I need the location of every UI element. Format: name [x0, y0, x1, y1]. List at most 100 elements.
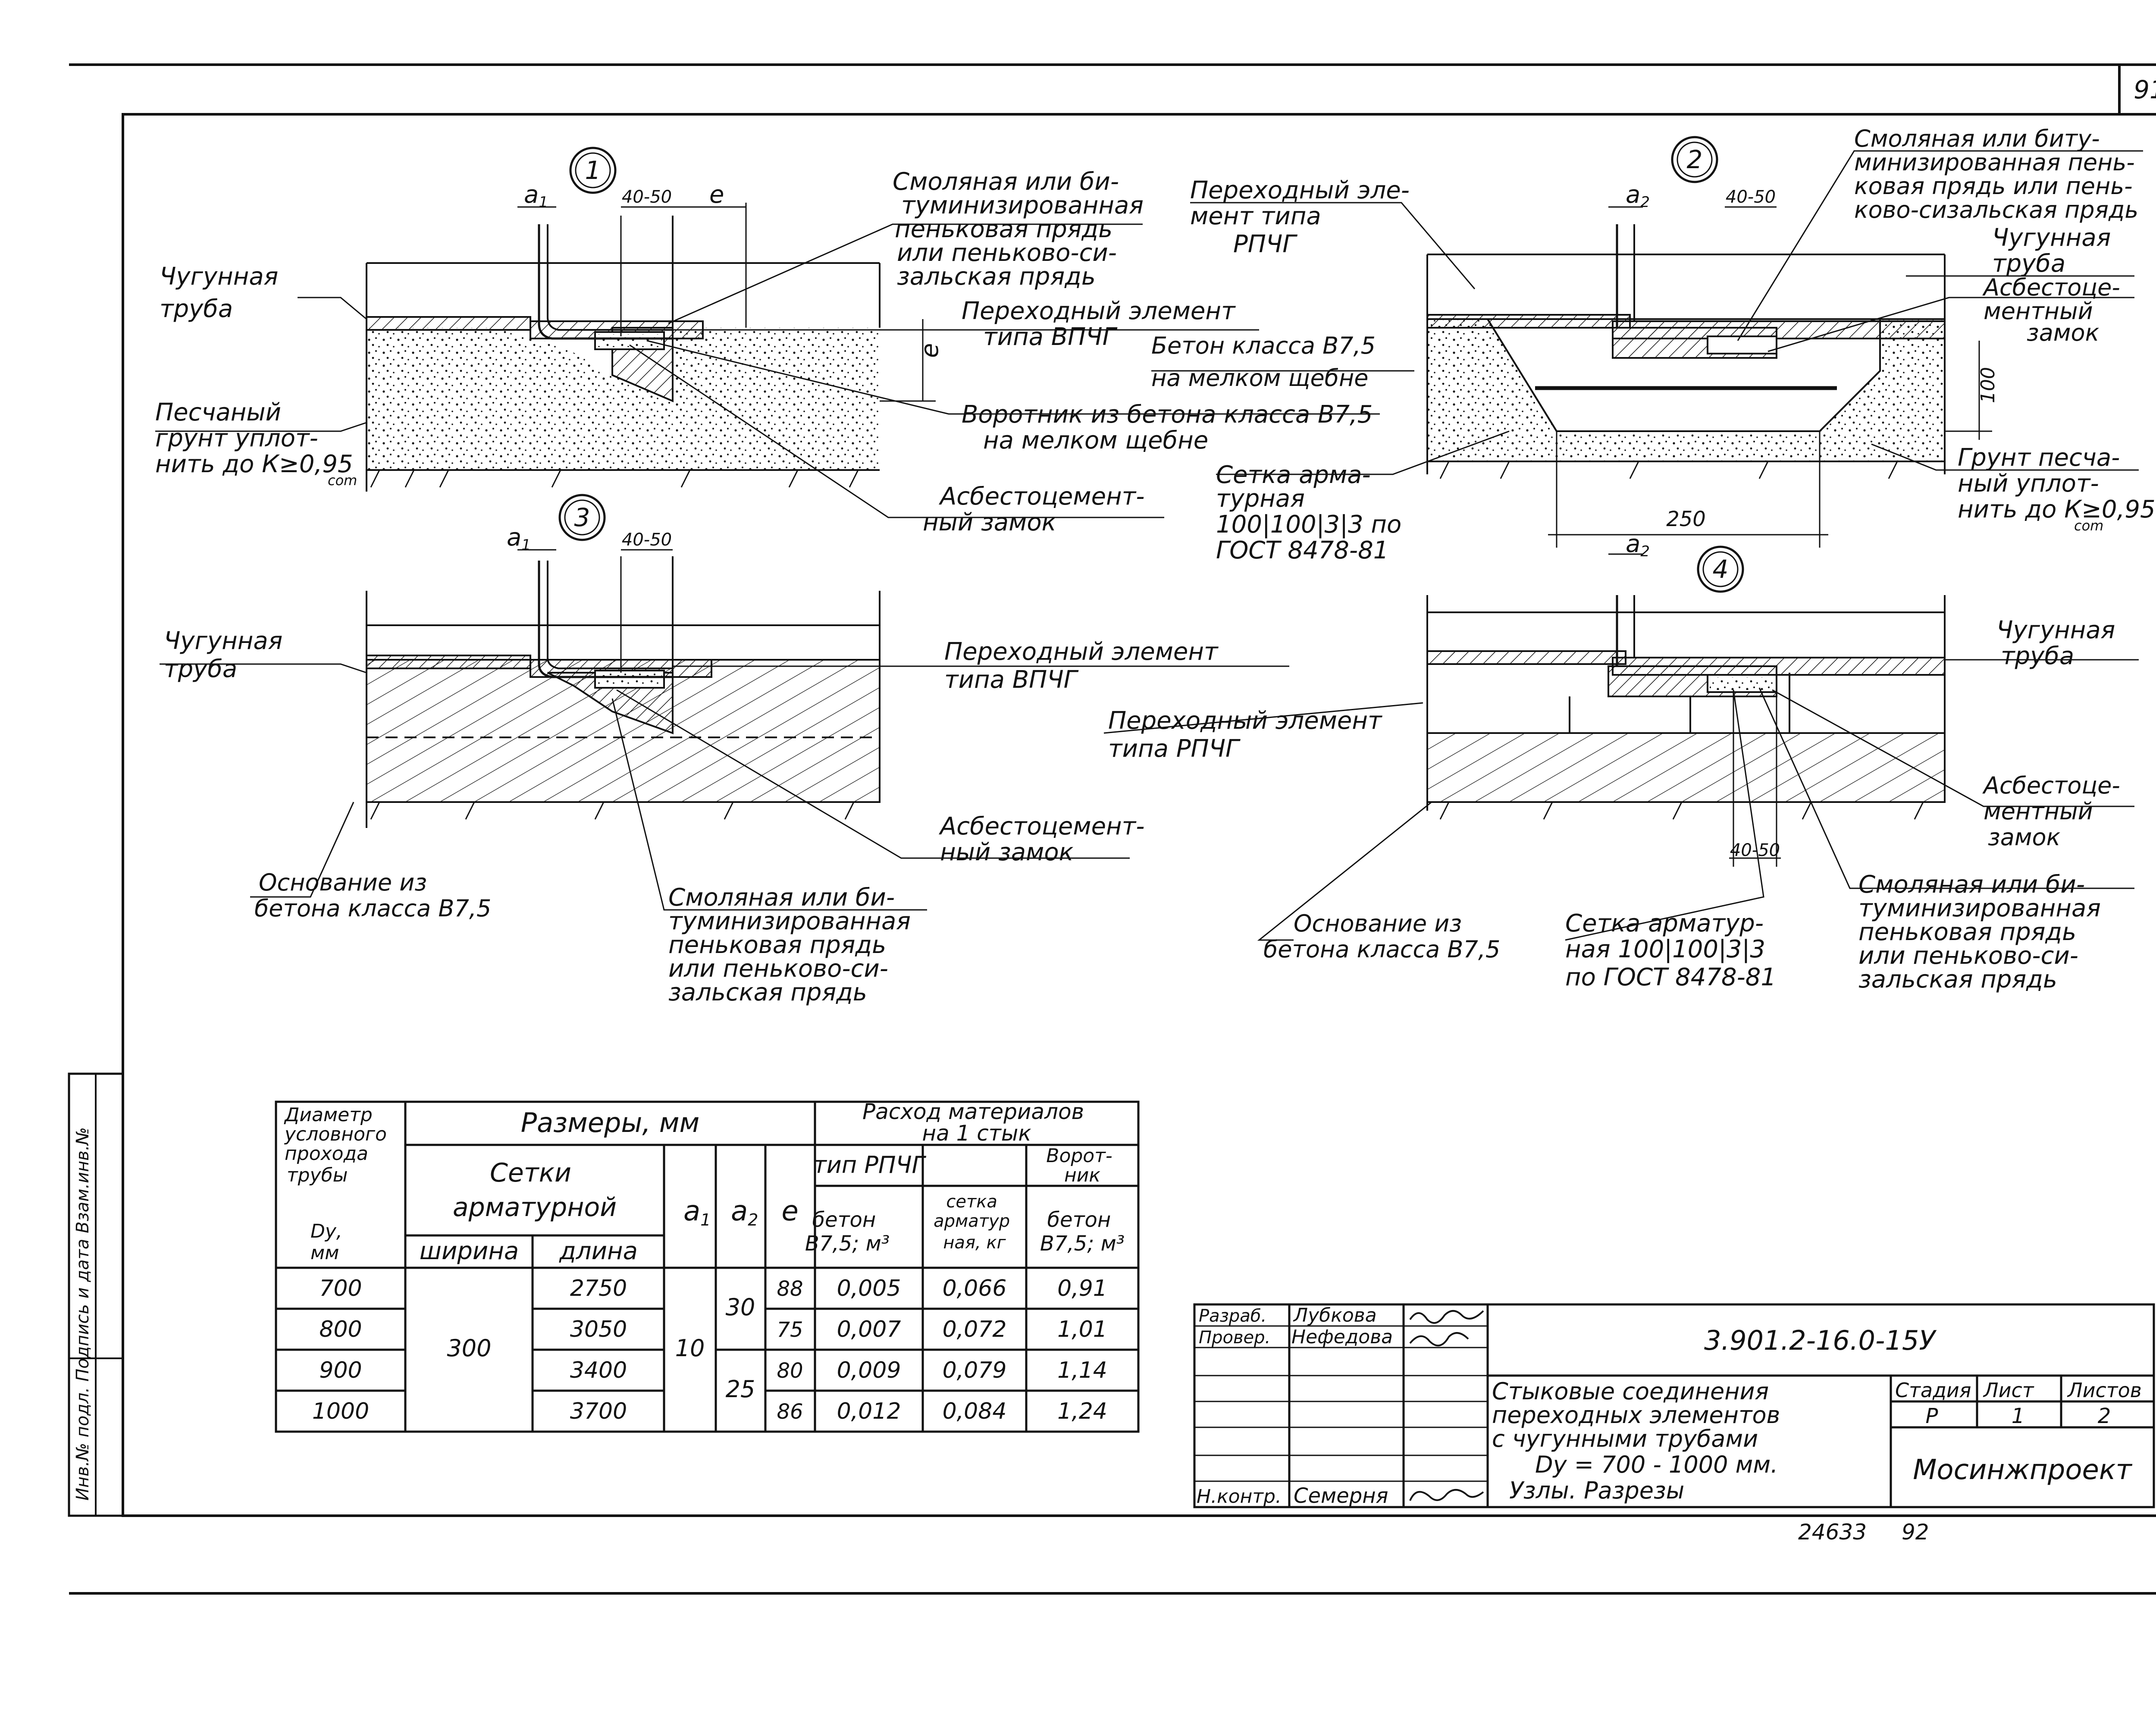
- node-3-section: 3 a1 40-50 Чугунная: [160, 494, 1289, 1006]
- table-a2-value: 30: [726, 1294, 755, 1321]
- sheet-label: Лист: [1983, 1379, 2034, 1402]
- node-1-cast-iron-pipe: [366, 316, 531, 331]
- table-header-rpchg: тип РПЧГ: [813, 1151, 926, 1179]
- node-2-dim-40-50: 40-50: [1726, 187, 1776, 207]
- cell-mesh: 0,072: [943, 1317, 1007, 1342]
- node-1-cast-iron-pipe-label: Чугунная труба: [160, 263, 286, 323]
- node-3-cast-iron-pipe-label: Чугунная труба: [164, 627, 290, 683]
- node-4-cast-iron-pipe-label: Чугунная труба: [1996, 616, 2123, 670]
- node-2-section: 2 a2 40-50 100 250: [1151, 125, 2156, 564]
- node-2-cast-iron-pipe: [1426, 314, 1631, 329]
- cell-diameter: 700: [319, 1276, 362, 1301]
- developed-name: Лубкова: [1293, 1304, 1377, 1326]
- node-1-section: 1 a1 40-50 e e: [155, 147, 1380, 536]
- cell-diameter: 900: [319, 1357, 362, 1383]
- materials-table: Диаметр условного прохода трубы Dу, мм Р…: [275, 1099, 1140, 1433]
- node-1-e-label: e: [709, 181, 724, 209]
- cell-e: 75: [777, 1318, 803, 1342]
- node-4-cast-iron-pipe: [1426, 650, 1626, 665]
- table-header-dimensions: Размеры, мм: [521, 1107, 700, 1138]
- node-4-marker: [1697, 545, 1744, 593]
- node-3-number: 3: [574, 503, 590, 532]
- table-rows: 700 2750 88 0,005 0,066 0,91 800 3050 75…: [312, 1276, 1107, 1424]
- cell-mesh: 0,084: [943, 1398, 1007, 1424]
- cell-collar: 1,14: [1057, 1357, 1107, 1383]
- cell-e: 80: [777, 1359, 803, 1383]
- node-1-number: 1: [585, 156, 601, 185]
- cell-length: 3400: [570, 1357, 627, 1383]
- title-block: Разраб. Лубкова Провер. Нефедова Н.контр…: [1193, 1303, 2155, 1508]
- node-1-sand-soil-label: Песчаный грунт уплот- нить до К≥0,95: [155, 398, 353, 478]
- node-2-number: 2: [1687, 145, 1703, 174]
- node-4-concrete-base: [1426, 732, 1946, 803]
- checked-role: Провер.: [1199, 1328, 1270, 1348]
- sheet-frame: [69, 63, 2156, 1595]
- cell-concrete: 0,009: [837, 1357, 901, 1383]
- archive-number: 24633: [1798, 1520, 1867, 1545]
- node-4-dim-40-50: 40-50: [1730, 840, 1780, 860]
- table-a1-value: 10: [675, 1335, 705, 1362]
- table-header-length: длина: [559, 1237, 638, 1265]
- node-2-dim-250: 250: [1666, 507, 1706, 531]
- cell-e: 88: [777, 1277, 803, 1301]
- cell-collar: 0,91: [1057, 1276, 1107, 1301]
- table-row: 800 3050 75 0,007 0,072 1,01: [319, 1317, 1107, 1342]
- norm-role: Н.контр.: [1197, 1486, 1282, 1508]
- table-header-diameter: Диаметр условного прохода трубы Dу, мм: [284, 1104, 393, 1264]
- norm-name: Семерня: [1294, 1484, 1388, 1508]
- node-3-base-label: Основание из бетона класса В7,5: [254, 869, 491, 922]
- table-header-a1: a1: [683, 1195, 711, 1229]
- archive-page: 92: [1902, 1520, 1929, 1545]
- table-header-mesh: Сетки арматурной: [453, 1158, 617, 1222]
- node-2-sand-soil-label: Грунт песча- ный уплот- нить до К≥0,95: [1958, 444, 2156, 523]
- table-row: 1000 3700 86 0,012 0,084 1,24: [312, 1398, 1107, 1424]
- side-stamp: Инв.№ подл. Подпись и дата Взам.инв.№: [68, 1072, 124, 1517]
- cell-e: 86: [777, 1400, 803, 1424]
- node-2-mesh-label: Сетка арма- турная 100|100|3|3 по ГОСТ 8…: [1216, 461, 1409, 564]
- node-3-dim-40-50: 40-50: [622, 530, 672, 550]
- cell-diameter: 800: [319, 1317, 362, 1342]
- table-header-e: e: [781, 1195, 798, 1227]
- node-3-transition-element-label: Переходный элемент типа ВПЧГ: [944, 638, 1225, 694]
- cell-collar: 1,01: [1057, 1317, 1107, 1342]
- node-1-a1-label: a1: [524, 181, 548, 211]
- table-width-value: 300: [447, 1335, 491, 1362]
- table-header-concrete: бетон В7,5; м³: [805, 1208, 890, 1256]
- node-4-a2-label: a2: [1626, 530, 1650, 560]
- node-1-sand-soil-sub: com: [328, 472, 357, 489]
- drawing-title: Стыковые соединения переходных элементов…: [1492, 1378, 1788, 1504]
- cell-mesh: 0,079: [943, 1357, 1007, 1383]
- node-2-asbestos-lock: [1707, 335, 1777, 354]
- node-3-a1-label: a1: [507, 523, 531, 554]
- cell-concrete: 0,012: [837, 1398, 901, 1424]
- node-3-cast-iron-pipe: [366, 655, 531, 669]
- node-4-number: 4: [1713, 555, 1729, 584]
- sheets-label: Листов: [2067, 1379, 2142, 1402]
- node-2-asbestos-lock-label: Асбестоце- ментный замок: [1982, 274, 2128, 346]
- cell-length: 3700: [570, 1398, 627, 1424]
- node-1-dim-40-50: 40-50: [622, 187, 672, 207]
- cell-length: 3050: [570, 1317, 627, 1342]
- node-4-mesh-label: Сетка арматур- ная 100|100|3|3 по ГОСТ 8…: [1565, 909, 1776, 991]
- signature: [1409, 1332, 1469, 1347]
- sheet-value: 1: [2012, 1404, 2025, 1428]
- developed-role: Разраб.: [1199, 1306, 1266, 1326]
- table-row: 700 2750 88 0,005 0,066 0,91: [319, 1276, 1107, 1301]
- table-header-collar-concrete: бетон В7,5; м³: [1040, 1208, 1125, 1256]
- sheets-value: 2: [2098, 1404, 2111, 1428]
- node-2-cast-iron-pipe-label: Чугунная труба: [1992, 224, 2118, 278]
- cell-collar: 1,24: [1057, 1398, 1107, 1424]
- node-2-dim-100: 100: [1977, 367, 1999, 403]
- node-1-collar-label: Воротник из бетона класса В7,5 на мелком…: [962, 401, 1380, 455]
- signature: [1409, 1489, 1484, 1501]
- table-a2-value: 25: [726, 1376, 755, 1403]
- checked-name: Нефедова: [1291, 1326, 1393, 1348]
- node-3-asbestos-lock-label: Асбестоцемент- ный замок: [939, 812, 1152, 866]
- node-2-sand-soil-sub: com: [2074, 517, 2103, 534]
- table-header-a2: a2: [731, 1195, 758, 1229]
- signature: [1409, 1310, 1484, 1324]
- node-1-asbestos-lock-label: Асбестоцемент- ный замок: [923, 483, 1152, 536]
- node-4-section: 4 a2 40-50: [1103, 530, 2139, 994]
- table-header-consumption: Расход материалов на 1 стык: [862, 1099, 1091, 1146]
